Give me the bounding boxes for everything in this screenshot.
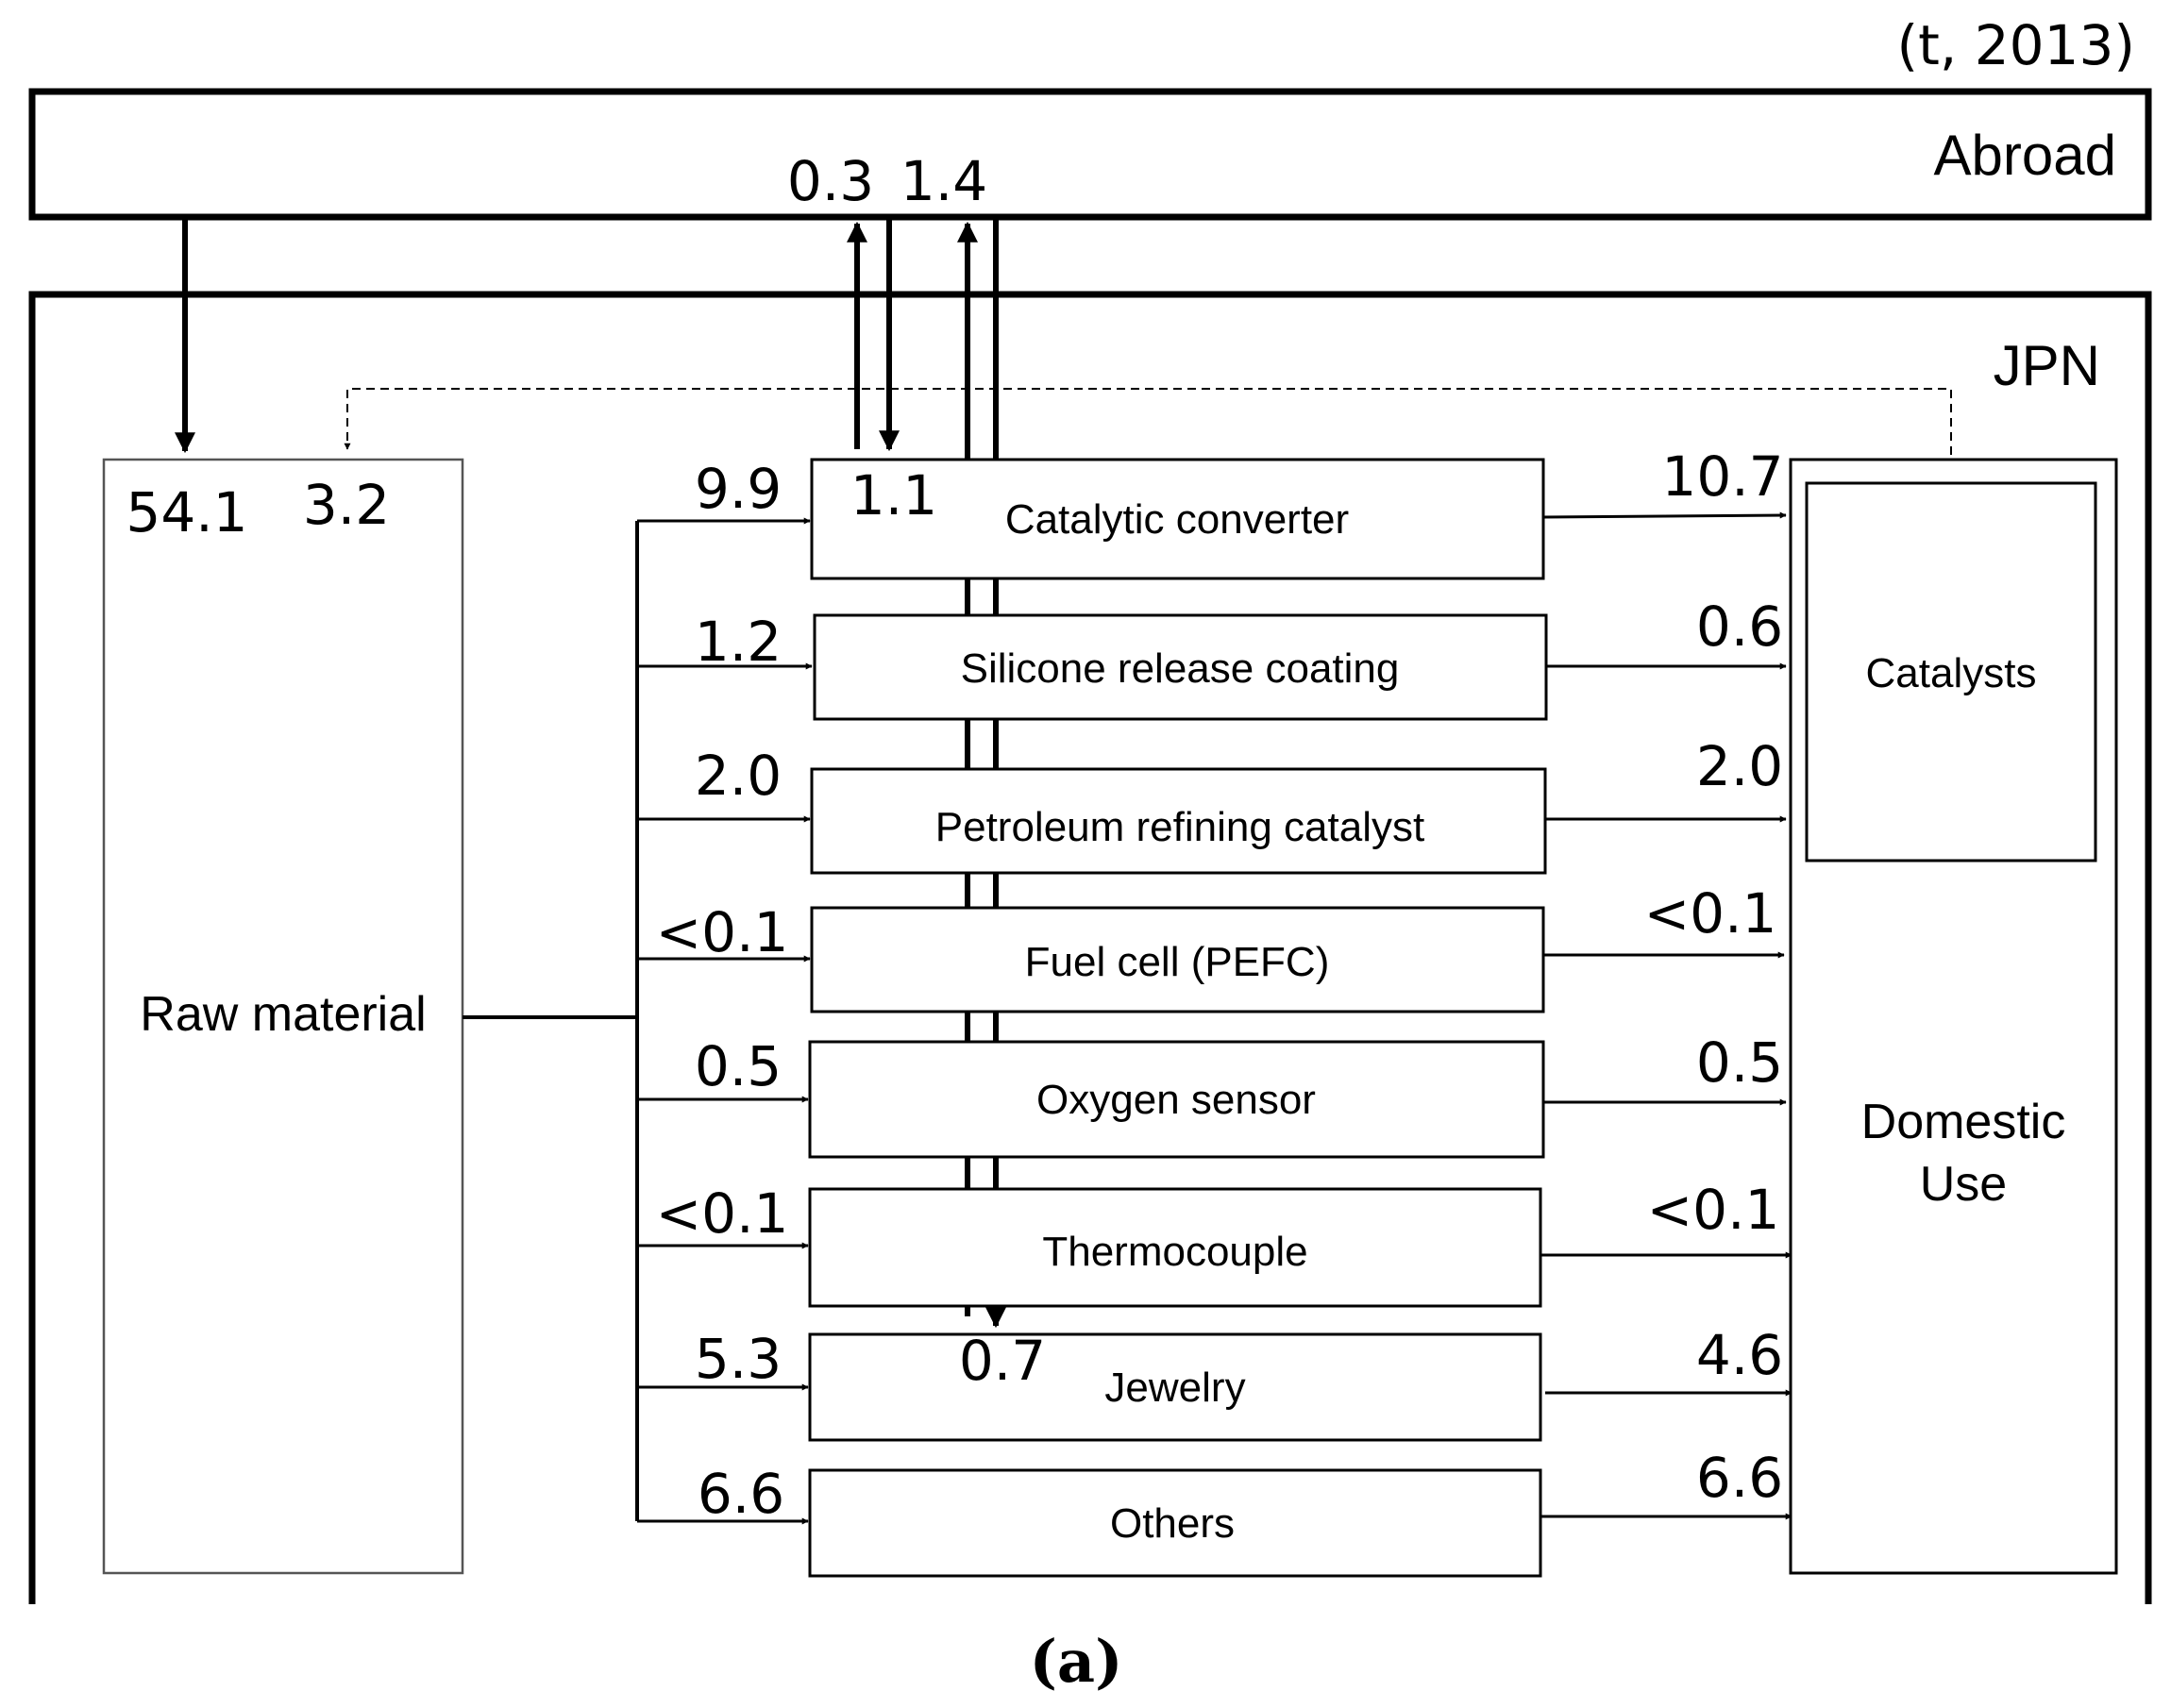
catalytic-import-value: 1.1 xyxy=(850,463,937,527)
input-value-petroleum-refining-catalyst: 2.0 xyxy=(695,744,782,808)
export-value-2: 1.4 xyxy=(900,149,987,213)
output-value-jewelry: 4.6 xyxy=(1696,1323,1783,1387)
raw-material-label: Raw material xyxy=(140,987,426,1042)
abroad-label: Abroad xyxy=(1934,124,2116,187)
box-fuel-cell xyxy=(810,906,1545,1013)
unit-note: (t, 2013) xyxy=(1897,13,2135,77)
raw-material-box xyxy=(102,458,464,1575)
output-value-others: 6.6 xyxy=(1696,1446,1783,1510)
input-value-others: 6.6 xyxy=(698,1462,784,1526)
box-oxygen-sensor xyxy=(808,1040,1545,1159)
box-silicone-release-coating xyxy=(813,613,1548,721)
input-value-jewelry: 5.3 xyxy=(695,1327,782,1391)
label-catalytic-converter: Catalytic converter xyxy=(1005,496,1349,543)
application-boxes xyxy=(808,458,1548,1578)
japan-region xyxy=(28,291,2152,1604)
abroad-region xyxy=(28,88,2152,221)
box-others xyxy=(808,1468,1542,1578)
input-value-thermocouple: <0.1 xyxy=(656,1181,789,1246)
label-jewelry: Jewelry xyxy=(1104,1365,1245,1411)
export-value-1: 0.3 xyxy=(787,149,874,213)
domestic-use-label-line1: Domestic xyxy=(1861,1095,2066,1149)
label-fuel-cell: Fuel cell (PEFC) xyxy=(1025,939,1330,985)
recycling-arrow xyxy=(344,388,1952,483)
catalysts-label: Catalysts xyxy=(1866,650,2037,696)
label-oxygen-sensor: Oxygen sensor xyxy=(1036,1077,1316,1123)
catalysts-box xyxy=(1805,481,2097,862)
label-petroleum-refining-catalyst: Petroleum refining catalyst xyxy=(935,804,1424,850)
application-labels: Catalytic converter Silicone release coa… xyxy=(935,496,1424,1547)
input-values: 9.9 1.2 2.0 <0.1 0.5 <0.1 5.3 6.6 xyxy=(656,457,789,1526)
box-thermocouple xyxy=(808,1187,1542,1308)
label-others: Others xyxy=(1110,1500,1235,1547)
output-value-oxygen-sensor: 0.5 xyxy=(1696,1030,1783,1095)
output-arrow-catalytic-converter xyxy=(1542,511,1787,519)
input-value-catalytic-converter: 9.9 xyxy=(695,457,782,521)
box-catalytic-converter xyxy=(810,458,1545,580)
raw-material-import-value: 54.1 xyxy=(126,480,247,544)
jewelry-import-value: 0.7 xyxy=(959,1329,1046,1393)
box-jewelry xyxy=(808,1332,1542,1442)
figure-caption: (a) xyxy=(1030,1627,1123,1696)
application-output-arrows xyxy=(1540,511,1792,1520)
box-petroleum-refining-catalyst xyxy=(810,767,1547,875)
output-value-thermocouple: <0.1 xyxy=(1647,1178,1780,1242)
label-thermocouple: Thermocouple xyxy=(1042,1229,1307,1275)
input-value-fuel-cell: <0.1 xyxy=(656,900,789,964)
output-values: 10.7 0.6 2.0 <0.1 0.5 <0.1 4.6 6.6 xyxy=(1644,444,1784,1510)
output-value-fuel-cell: <0.1 xyxy=(1644,881,1777,946)
application-input-arrows xyxy=(637,517,813,1525)
output-value-petroleum-refining-catalyst: 2.0 xyxy=(1696,734,1783,798)
input-value-oxygen-sensor: 0.5 xyxy=(695,1034,782,1098)
domestic-use-label-line2: Use xyxy=(1920,1157,2007,1212)
raw-material-recycled-value: 3.2 xyxy=(303,473,390,537)
output-value-catalytic-converter: 10.7 xyxy=(1661,444,1783,509)
output-value-silicone-release-coating: 0.6 xyxy=(1696,594,1783,659)
label-silicone-release-coating: Silicone release coating xyxy=(961,645,1400,692)
japan-label: JPN xyxy=(1994,334,2100,397)
input-value-silicone-release-coating: 1.2 xyxy=(695,610,782,674)
